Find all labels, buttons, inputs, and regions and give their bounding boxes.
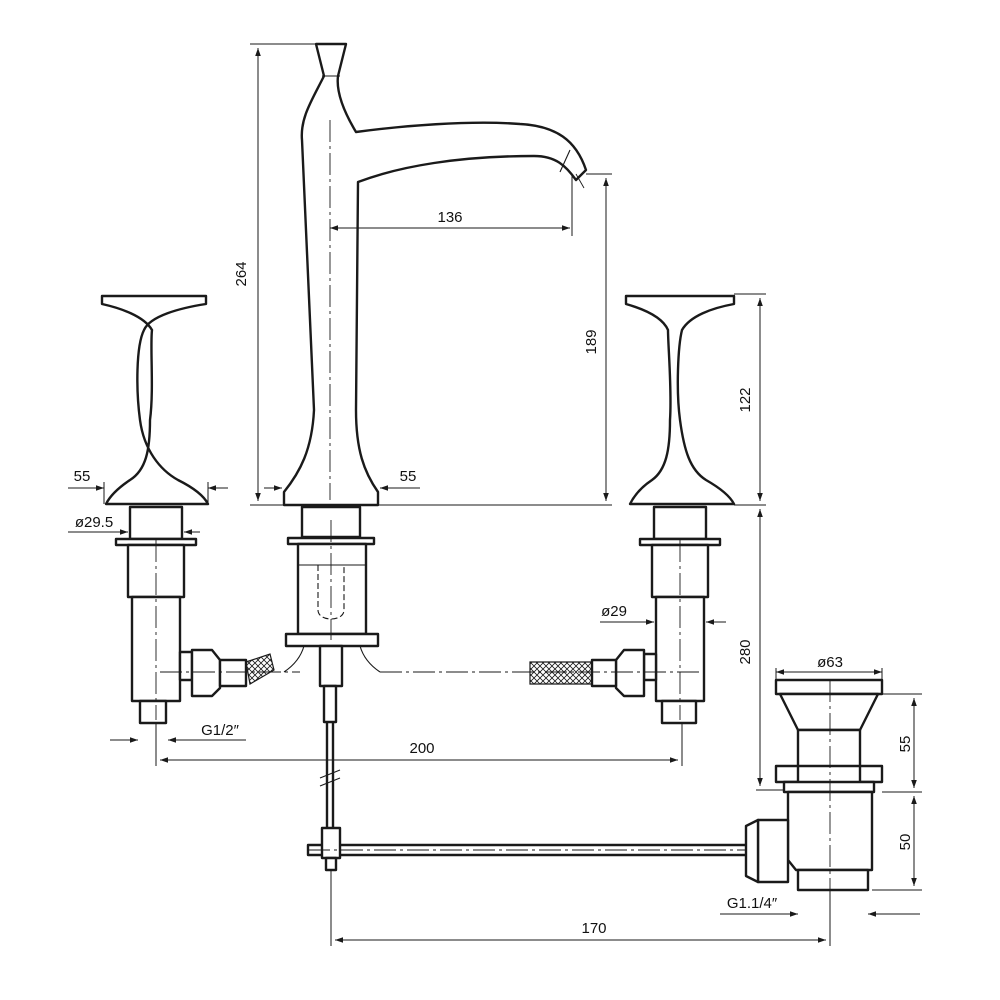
dim-waste-diameter: ø63 xyxy=(817,654,843,671)
dim-handle-height: 122 xyxy=(737,387,754,412)
right-handle xyxy=(624,294,736,725)
dim-body-height: 280 xyxy=(737,639,754,664)
dim-pop-up-rod: 170 xyxy=(581,920,606,937)
dim-waste-lower: 50 xyxy=(897,834,914,851)
left-inlet xyxy=(160,648,300,698)
dim-shank-right: ø29 xyxy=(601,603,627,620)
dim-waste-thread: G1.1/4″ xyxy=(727,895,778,912)
dim-spout-height: 264 xyxy=(233,261,250,286)
dim-shank-left: ø29.5 xyxy=(75,514,113,531)
dimension-labels: 264 136 189 122 280 55 55 ø29.5 ø29 ø63 … xyxy=(74,209,914,937)
dim-handle-base-left: 55 xyxy=(74,468,91,485)
dim-spout-reach: 136 xyxy=(437,209,462,226)
dim-handle-spacing: 200 xyxy=(409,740,434,757)
waste xyxy=(744,678,884,930)
pop-up-rod xyxy=(306,684,750,872)
right-inlet xyxy=(380,648,700,698)
spout xyxy=(282,42,588,507)
dim-waste-upper: 55 xyxy=(897,736,914,753)
dimension-lines xyxy=(68,43,922,946)
dim-spout-base: 55 xyxy=(400,468,417,485)
dim-inlet-thread: G1/2″ xyxy=(201,722,240,739)
dim-spout-outlet-height: 189 xyxy=(583,329,600,354)
left-handle xyxy=(100,294,210,725)
spout-body xyxy=(283,505,381,688)
